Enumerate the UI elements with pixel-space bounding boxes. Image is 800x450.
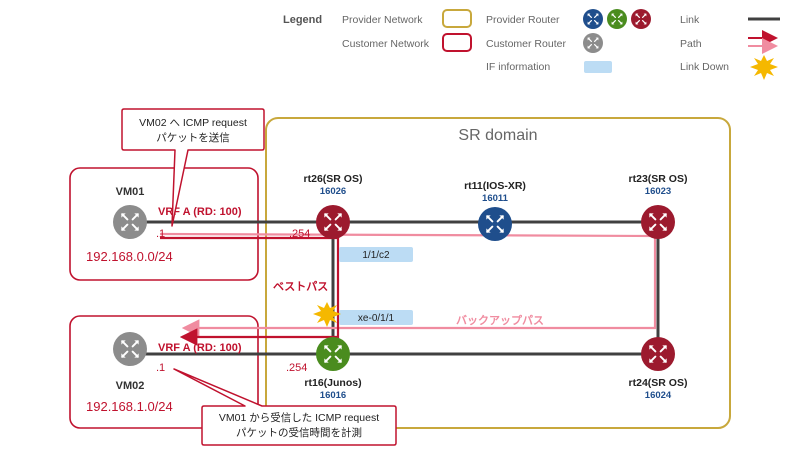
legend-provider-router-green-icon bbox=[607, 9, 627, 29]
vm02-name: VM02 bbox=[116, 380, 145, 392]
legend-link-label: Link bbox=[680, 14, 700, 26]
legend-customer-network-swatch bbox=[442, 33, 472, 52]
vm02-subnet: 192.168.1.0/24 bbox=[86, 399, 173, 414]
if-box-1: 1/1/c2 bbox=[339, 247, 413, 262]
legend-provider-network-swatch bbox=[442, 9, 472, 28]
legend-customer-network-label: Customer Network bbox=[342, 38, 430, 50]
legend-title: Legend bbox=[283, 14, 322, 26]
vm02: VRF A (RD: 100) .1 .254 VM02 192.168.1.0… bbox=[86, 332, 307, 414]
legend-provider-network-label: Provider Network bbox=[342, 14, 423, 26]
if-label-2: xe-0/1/1 bbox=[358, 313, 395, 324]
router-rt26-icon bbox=[316, 205, 350, 239]
legend-if-information-swatch bbox=[584, 61, 612, 73]
router-rt24-icon bbox=[641, 337, 675, 371]
router-rt23-icon bbox=[641, 205, 675, 239]
backup-path-label: バックアップパス bbox=[456, 313, 544, 327]
router-rt16-icon bbox=[316, 337, 350, 371]
legend-provider-router-red-icon bbox=[631, 9, 651, 29]
callout-bottom-line1: VM01 から受信した ICMP request bbox=[219, 412, 379, 424]
vm02-vrf-label: VRF A (RD: 100) bbox=[158, 342, 242, 354]
legend-provider-router-label: Provider Router bbox=[486, 14, 560, 26]
router-rt11-icon bbox=[478, 207, 512, 241]
router-rt11-name: rt11(IOS-XR) bbox=[464, 180, 526, 192]
links bbox=[130, 220, 660, 356]
router-rt24-name: rt24(SR OS) bbox=[629, 377, 688, 389]
customer-network-vm01 bbox=[69, 167, 259, 281]
router-rt23-sid: 16023 bbox=[645, 186, 671, 197]
if-box-2: xe-0/1/1 bbox=[339, 310, 413, 325]
router-rt11-sid: 16011 bbox=[482, 193, 509, 204]
customer-network-vm02 bbox=[69, 315, 259, 429]
router-rt24-sid: 16024 bbox=[645, 390, 672, 401]
vm02-gw-ip: .254 bbox=[286, 362, 307, 374]
legend-if-information-label: IF information bbox=[486, 61, 550, 73]
vm01-vrf-label: VRF A (RD: 100) bbox=[158, 206, 242, 218]
legend: Legend Provider Network Customer Network… bbox=[283, 9, 780, 80]
vm01-router-icon bbox=[113, 205, 147, 239]
vm01-gw-ip: .254 bbox=[289, 228, 310, 240]
legend-link-down-icon bbox=[750, 55, 778, 80]
legend-link-down-label: Link Down bbox=[680, 61, 729, 73]
best-path-label: ベストパス bbox=[273, 280, 328, 293]
legend-path-label: Path bbox=[680, 38, 702, 50]
vm01-ip: .1 bbox=[156, 228, 165, 240]
vm01: VM01 VRF A (RD: 100) .1 .254 192.168.0.0… bbox=[86, 186, 310, 264]
router-rt16-name: rt16(Junos) bbox=[304, 377, 361, 389]
router-rt16-sid: 16016 bbox=[320, 390, 346, 401]
router-rt26-sid: 16026 bbox=[320, 186, 346, 197]
if-label-1: 1/1/c2 bbox=[362, 250, 390, 261]
best-path bbox=[160, 236, 340, 346]
vm01-name: VM01 bbox=[116, 186, 145, 198]
sr-domain-label: SR domain bbox=[458, 127, 537, 144]
callout-top-line1: VM02 へ ICMP request bbox=[139, 117, 247, 129]
callout-bottom-line2: パケットの受信時間を計測 bbox=[236, 426, 362, 439]
legend-customer-router-icon bbox=[583, 33, 603, 53]
router-rt23: rt23(SR OS) 16023 bbox=[629, 173, 688, 239]
backup-path bbox=[159, 232, 657, 337]
legend-customer-router-label: Customer Router bbox=[486, 38, 566, 50]
router-rt23-name: rt23(SR OS) bbox=[629, 173, 688, 185]
vm02-router-icon bbox=[113, 332, 147, 366]
router-rt16: rt16(Junos) 16016 bbox=[304, 337, 362, 401]
callout-bottom: VM01 から受信した ICMP request パケットの受信時間を計測 bbox=[173, 368, 397, 446]
callout-top: VM02 へ ICMP request パケットを送信 bbox=[121, 108, 265, 227]
router-rt24: rt24(SR OS) 16024 bbox=[629, 337, 688, 401]
callout-top-line2: パケットを送信 bbox=[156, 131, 230, 144]
legend-provider-router-blue-icon bbox=[583, 9, 603, 29]
router-rt26-name: rt26(SR OS) bbox=[304, 173, 363, 185]
router-rt11: rt11(IOS-XR) 16011 bbox=[464, 180, 526, 241]
sr-domain-box bbox=[265, 117, 731, 429]
vm01-subnet: 192.168.0.0/24 bbox=[86, 249, 173, 264]
router-rt26: rt26(SR OS) 16026 bbox=[304, 173, 363, 239]
link-down-icon bbox=[313, 302, 341, 327]
vm02-ip: .1 bbox=[156, 362, 165, 374]
